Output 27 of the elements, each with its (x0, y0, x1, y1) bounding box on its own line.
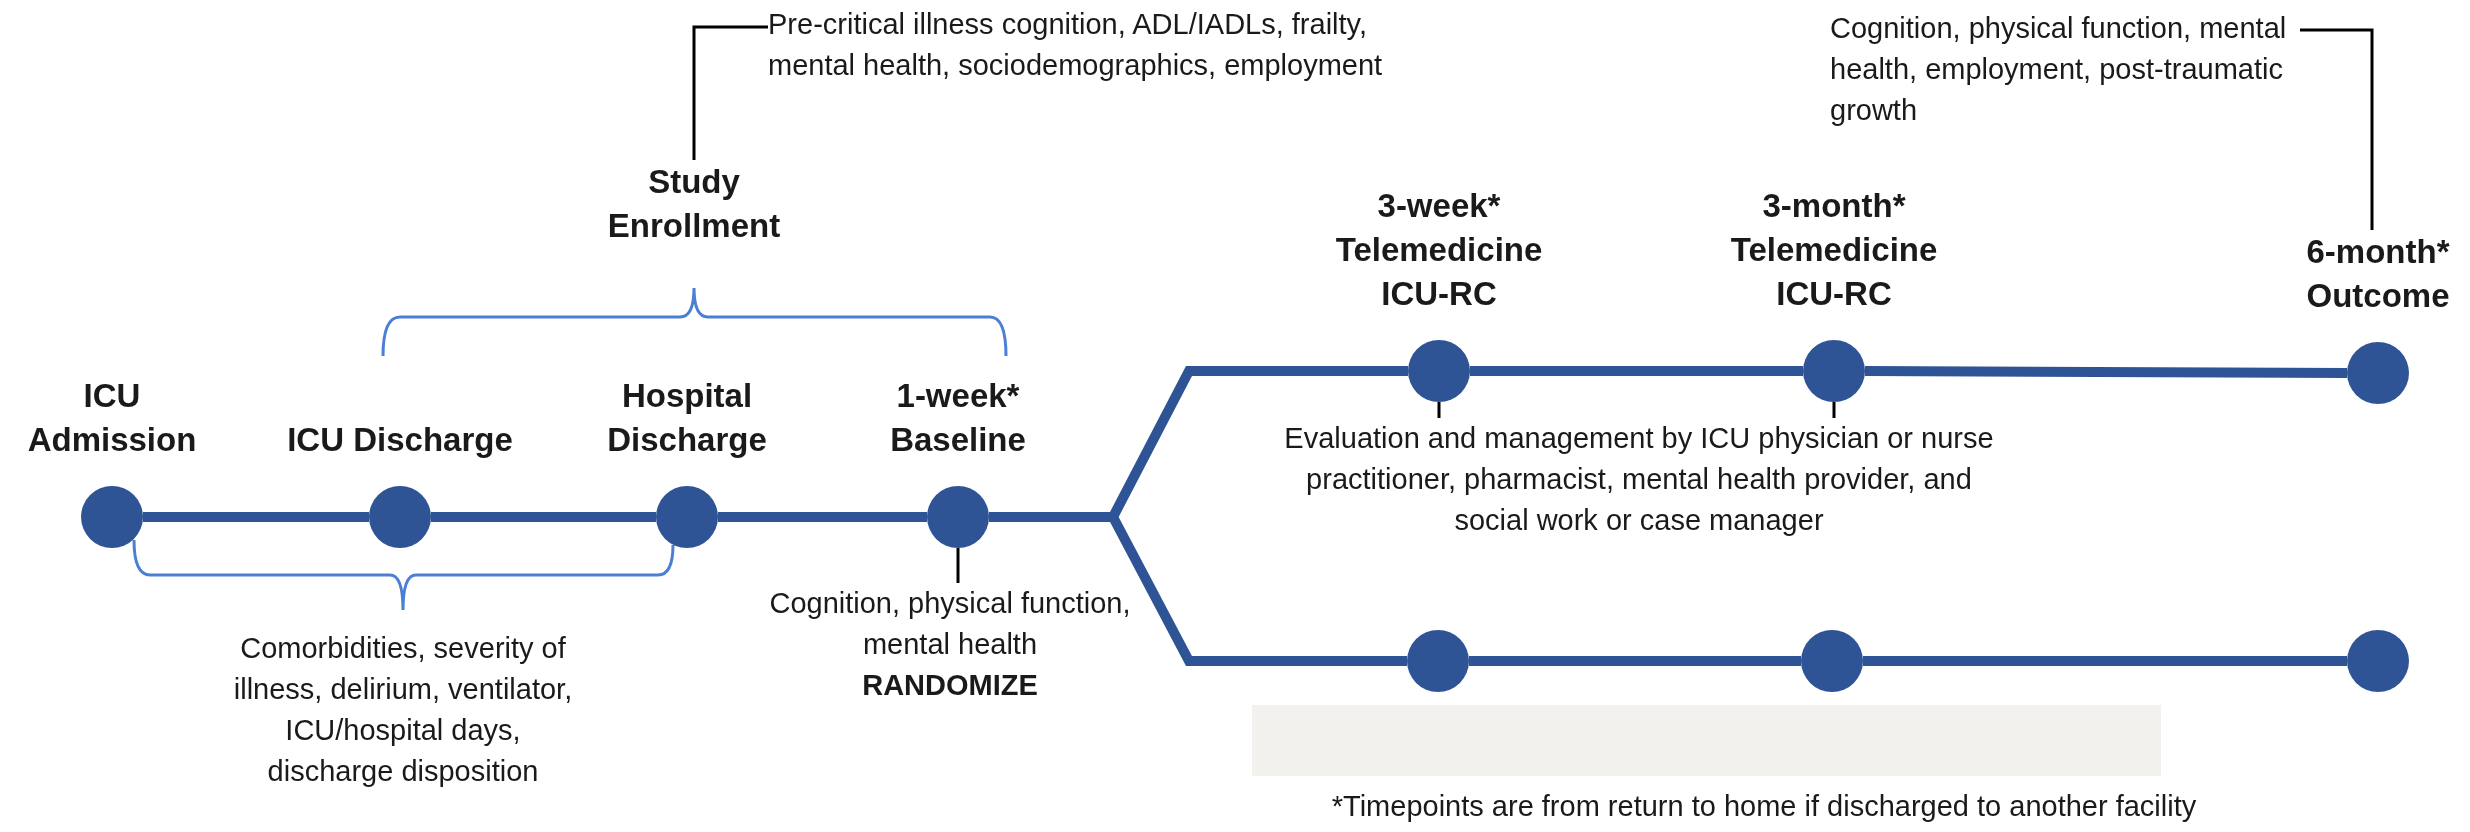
leader-line (1832, 402, 1836, 418)
annotation-text: Comorbidities, severity of illness, delirium, ventilator, ICU/hospital days, discharge disposition (233, 631, 573, 789)
leader-line (2300, 28, 2374, 230)
annotation-text: Evaluation and management by ICU physician or nurse practitioner, pharmacist, mental health provider, and social work or case manager (1269, 418, 2009, 541)
annotation-text: Pre-critical illness cognition, ADL/IADLs, frailty, mental health, sociodemographics, employment (768, 4, 1428, 86)
milestone-label: 6-month* Outcome (2305, 232, 2451, 316)
timeline-line (431, 512, 656, 522)
milestone-label: ICU Admission (26, 376, 198, 460)
timeline-line (1469, 656, 1801, 666)
milestone-label: 1-week* Baseline (889, 376, 1027, 460)
timeline-line (1470, 366, 1803, 376)
leader-line (956, 548, 960, 583)
leader-line (1437, 402, 1441, 418)
timeline-line (718, 512, 927, 522)
footnote: *Timepoints are from return to home if discharged to another facility (1330, 789, 2198, 824)
milestone-label: ICU Discharge (287, 420, 513, 460)
leader-line (692, 25, 768, 160)
timeline-line (1865, 366, 2347, 378)
milestone-label: Hospital Discharge (606, 376, 768, 460)
milestone-label: 3-month* Telemedicine ICU-RC (1729, 186, 1939, 314)
annotation-text: Cognition, physical function, mental health, employment, post-traumatic growth (1830, 8, 2300, 131)
timeline-line (143, 512, 369, 522)
milestone-label: Study Enrollment (579, 160, 809, 248)
timeline-line (1863, 656, 2347, 666)
step-label: RANDOMIZE (861, 668, 1039, 703)
milestone-label: 3-week* Telemedicine ICU-RC (1334, 186, 1544, 314)
annotation-text: Cognition, physical function, mental health (768, 586, 1132, 662)
